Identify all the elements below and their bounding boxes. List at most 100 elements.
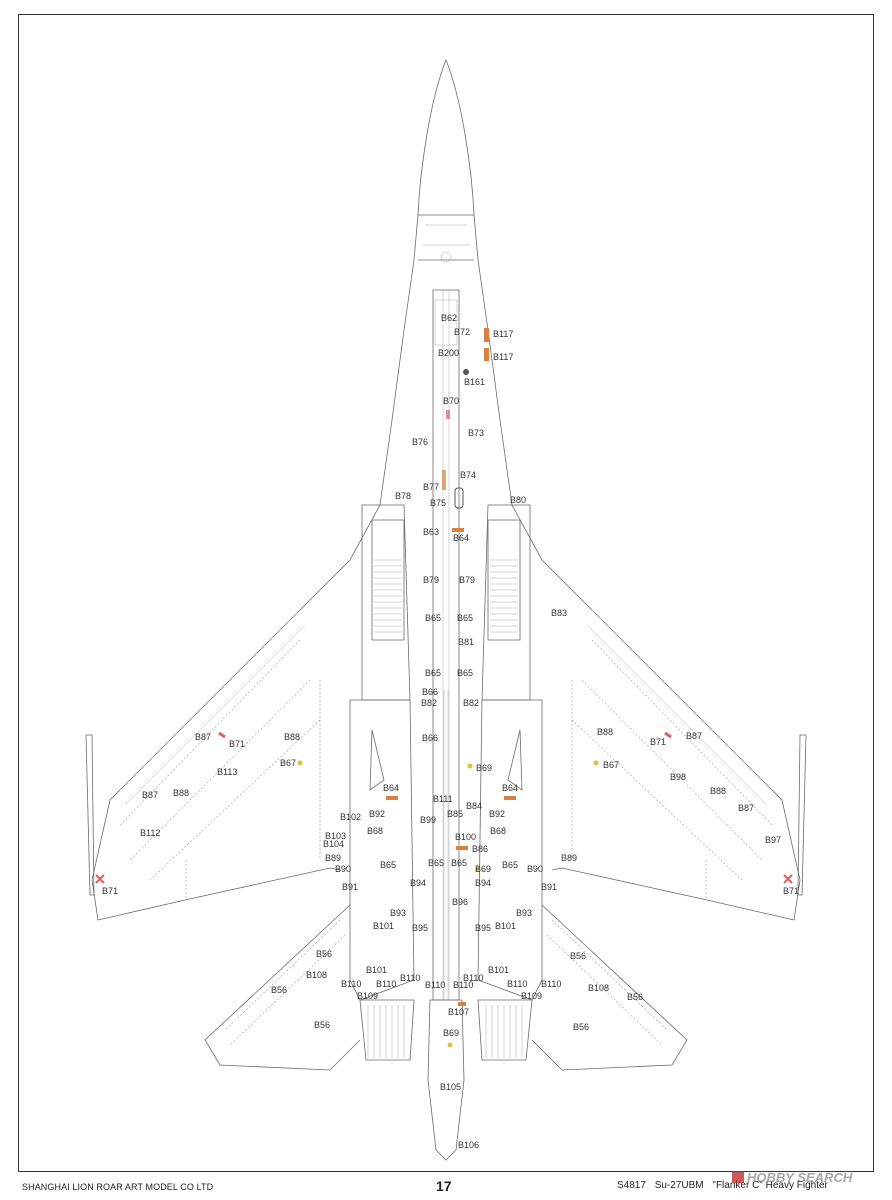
page-frame <box>18 14 874 1172</box>
callout-B62: B62 <box>441 313 457 323</box>
publisher-label: SHANGHAI LION ROAR ART MODEL CO LTD <box>22 1182 214 1192</box>
kit-info: S4817 Su-27UBM "Flanker C" Heavy Fighter <box>617 1180 834 1191</box>
callout-B93-right: B93 <box>516 908 532 918</box>
callout-B92-left: B92 <box>369 809 385 819</box>
callout-B101-a: B101 <box>373 921 394 931</box>
callout-B85: B85 <box>447 809 463 819</box>
callout-B101-b: B101 <box>495 921 516 931</box>
callout-B110-h: B110 <box>541 979 561 989</box>
callout-B95-right: B95 <box>475 923 491 933</box>
callout-B64-top: B64 <box>453 533 469 543</box>
callout-B65-f: B65 <box>428 858 444 868</box>
callout-B56-b: B56 <box>570 951 586 961</box>
callout-B67-right: B67 <box>603 760 619 770</box>
model-name: Su-27UBM <box>654 1180 704 1191</box>
callout-B88-r1: B88 <box>597 727 613 737</box>
callout-B99: B99 <box>420 815 436 825</box>
callout-B56-e: B56 <box>314 1020 330 1030</box>
callout-B96: B96 <box>452 897 468 907</box>
callout-B73: B73 <box>468 428 484 438</box>
callout-B108-right: B108 <box>588 983 609 993</box>
callout-B67-left: B67 <box>280 758 296 768</box>
callout-B87-r2: B87 <box>738 803 754 813</box>
callout-B83: B83 <box>551 608 567 618</box>
callout-B63: B63 <box>423 527 439 537</box>
callout-B102: B102 <box>340 812 361 822</box>
callout-B72: B72 <box>454 327 470 337</box>
callout-B65-e: B65 <box>380 860 396 870</box>
callout-B88-l1: B88 <box>284 732 300 742</box>
callout-B56-a: B56 <box>316 949 332 959</box>
callout-B65-c: B65 <box>425 668 441 678</box>
callout-B105: B105 <box>440 1082 461 1092</box>
callout-B87-l1: B87 <box>195 732 211 742</box>
callout-B110-a: B110 <box>400 973 420 983</box>
callout-B89-right: B89 <box>561 853 577 863</box>
callout-B68-left: B68 <box>367 826 383 836</box>
callout-B104: B104 <box>323 839 344 849</box>
callout-B80: B80 <box>510 495 526 505</box>
callout-B88-r2: B88 <box>710 786 726 796</box>
page-number: 17 <box>436 1178 452 1194</box>
callout-B78: B78 <box>395 491 411 501</box>
callout-B56-c: B56 <box>271 985 287 995</box>
callout-B71-l2: B71 <box>102 886 118 896</box>
callout-B117-b: B117 <box>493 352 513 362</box>
callout-B109-left: B109 <box>357 991 378 1001</box>
callout-B90-left: B90 <box>335 864 351 874</box>
callout-B106: B106 <box>458 1140 479 1150</box>
callout-B87-l2: B87 <box>142 790 158 800</box>
callout-B110-f: B110 <box>453 980 473 990</box>
callout-B56-d: B56 <box>627 992 643 1002</box>
callout-B91-right: B91 <box>541 882 557 892</box>
callout-B110-b: B110 <box>463 973 483 983</box>
callout-B110-e: B110 <box>425 980 445 990</box>
callout-B90-right: B90 <box>527 864 543 874</box>
callout-B101-d: B101 <box>488 965 509 975</box>
callout-B98: B98 <box>670 772 686 782</box>
watermark-text: HOBBY SEARCH <box>747 1170 853 1185</box>
callout-B200: B200 <box>438 348 459 358</box>
callout-B109-right: B109 <box>521 991 542 1001</box>
callout-B110-g: B110 <box>507 979 527 989</box>
callout-B103: B103 <box>325 831 346 841</box>
callout-B77: B77 <box>423 482 439 492</box>
callout-B79-left: B79 <box>423 575 439 585</box>
callout-B161: B161 <box>464 377 485 387</box>
decal-marks <box>95 328 793 1048</box>
callout-B111: B111 <box>433 794 453 804</box>
callout-B89-left: B89 <box>325 853 341 863</box>
callout-B79-right: B79 <box>459 575 475 585</box>
callout-B65-a: B65 <box>425 613 441 623</box>
callout-B93-left: B93 <box>390 908 406 918</box>
callout-B95-left: B95 <box>412 923 428 933</box>
callout-B71-l1: B71 <box>229 739 245 749</box>
callout-B100: B100 <box>455 832 476 842</box>
callout-B64-right: B64 <box>502 783 518 793</box>
model-subtitle: "Flanker C" Heavy Fighter <box>712 1180 828 1191</box>
callout-B65-b: B65 <box>457 613 473 623</box>
callout-B68-right: B68 <box>490 826 506 836</box>
callout-B87-r1: B87 <box>686 731 702 741</box>
callout-B92-right: B92 <box>489 809 505 819</box>
callout-B81: B81 <box>458 637 474 647</box>
callout-B66-a: B66 <box>422 687 438 697</box>
watermark: HOBBY SEARCH <box>732 1170 852 1185</box>
callout-B74: B74 <box>460 470 476 480</box>
callout-B66-b: B66 <box>422 733 438 743</box>
callout-B70: B70 <box>443 396 459 406</box>
fuselage-outline <box>85 58 807 1161</box>
callout-B108-left: B108 <box>306 970 327 980</box>
callout-B110-d: B110 <box>376 979 396 989</box>
callout-B88-l2: B88 <box>173 788 189 798</box>
callout-B86: B86 <box>472 844 488 854</box>
callout-B65-g: B65 <box>451 858 467 868</box>
callout-B71-r2: B71 <box>783 886 799 896</box>
callout-labels: B62 B72 B117 B117 B200 B161 B70 B76 B73 … <box>102 313 799 1150</box>
callout-B71-r1: B71 <box>650 737 666 747</box>
callout-B76: B76 <box>412 437 428 447</box>
callout-B69-c: B69 <box>443 1028 459 1038</box>
callout-B75: B75 <box>430 498 446 508</box>
callout-B112: B112 <box>140 828 160 838</box>
